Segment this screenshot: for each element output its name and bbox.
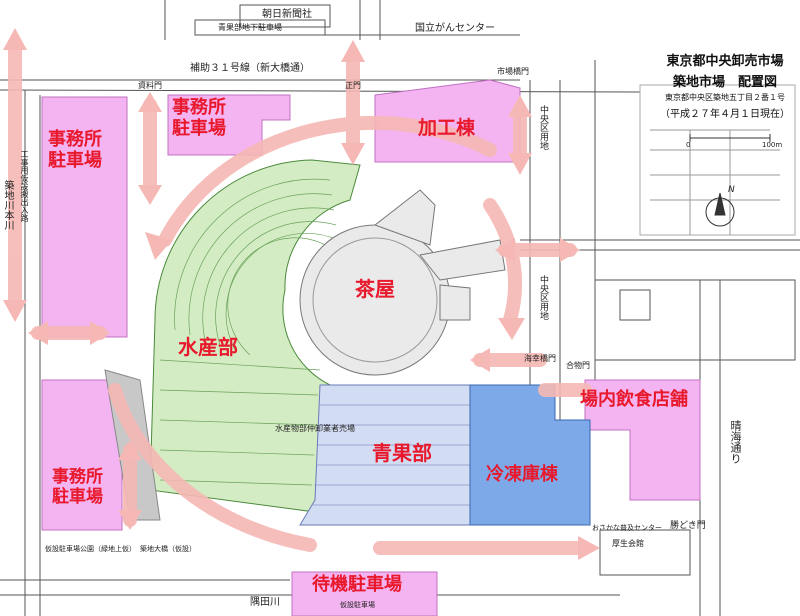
arrow-right-arc (483, 198, 523, 327)
freezer-block (469, 384, 591, 526)
north-arrow (705, 192, 735, 227)
label-north: N (728, 185, 735, 195)
top-office-parking-block (167, 94, 291, 156)
teahouse-shape (299, 189, 506, 376)
title-address: 東京都中央区築地五丁目２番１号 (665, 93, 785, 102)
traffic-arrows (8, 38, 592, 555)
label-tsukiji-river: 築地川本川 (2, 180, 13, 230)
label-waiting-sub: 仮設駐車場 (340, 601, 375, 609)
pink-buildings (41, 79, 701, 616)
label-sumida: 隅田川 (250, 597, 280, 608)
label-scale-100: 100m (762, 141, 783, 149)
label-nakaoroshi: 水産物部仲卸業者売場 (275, 424, 355, 433)
produce-area (299, 384, 471, 526)
label-ichibabashimon: 市場橋門 (497, 67, 529, 76)
title-line1: 東京都中央卸売市場 (666, 54, 784, 69)
label-route31: 補助３１号線（新大橋通） (190, 63, 310, 74)
waiting-parking-block (291, 571, 438, 616)
arrow-heads (3, 28, 600, 560)
zone-processing: 加工棟 (418, 117, 476, 139)
label-chuo-kuyochi-mid: 中央区用地 (538, 275, 548, 320)
zone-waiting-parking: 待機駐車場 (312, 574, 402, 595)
label-scale-0: 0 (686, 141, 691, 149)
title-line2: 築地市場 配置図 (672, 75, 777, 90)
label-kosei: 厚生会館 (612, 539, 644, 548)
label-shoku-center: おさかな普及センター (592, 524, 662, 532)
label-construction-gate: 工事用仮設搬出入路 (20, 150, 29, 222)
label-asahi: 朝日新聞社 (262, 9, 312, 20)
label-gobutsu: 合物門 (566, 361, 590, 370)
zone-office-parking-left: 事務所 駐車場 (48, 129, 102, 171)
arrow-left-arc (108, 383, 317, 552)
teahouse-inner (312, 237, 438, 363)
label-seimon: 正門 (345, 81, 361, 90)
zone-freezer: 冷凍庫棟 (486, 464, 558, 485)
label-cancer-center: 国立がんセンター (415, 23, 495, 34)
zone-produce: 青果部 (372, 441, 432, 465)
label-harumi-dori: 晴海通り (729, 420, 742, 464)
title-date: （平成２７年４月１日現在） (660, 109, 790, 120)
label-seiyoken: 青果部地下駐車場 (218, 23, 282, 32)
zone-office-parking-bottom: 事務所 駐車場 (52, 467, 103, 507)
seafood-fan (149, 159, 361, 513)
zone-teahouse: 茶屋 (355, 277, 395, 301)
arrow-top-arc (158, 115, 497, 247)
label-kasetsu: 仮設駐車場公園（緑地上仮） (45, 545, 136, 553)
zone-office-parking-top: 事務所 駐車場 (172, 97, 226, 139)
scale-bar (689, 134, 771, 142)
zone-seafood: 水産部 (178, 335, 238, 359)
label-chuo-kuyochi-top: 中央区用地 (538, 105, 548, 150)
label-kaikomon: 海幸橋門 (524, 354, 556, 363)
label-kachidokimon: 勝どき門 (670, 521, 706, 531)
label-shiryomon: 資料門 (138, 81, 162, 90)
zone-restaurants: 場内飲食店舗 (580, 389, 688, 410)
map-title: 東京都中央卸売市場 築地市場 配置図 東京都中央区築地五丁目２番１号 （平成２７… (655, 50, 795, 120)
label-kita-tsukiji: 築地大橋（仮設） (140, 545, 196, 553)
left-office-parking-block (41, 96, 128, 338)
